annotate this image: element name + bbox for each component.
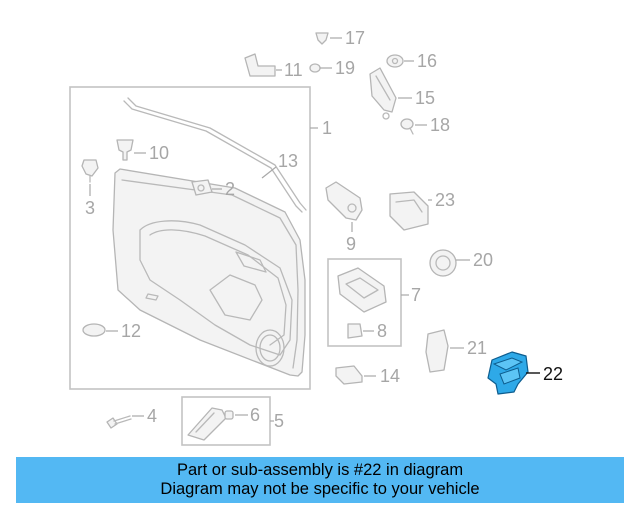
callout-15: 15 [415, 88, 435, 108]
callout-5: 5 [274, 411, 284, 431]
banner-line-1: Part or sub-assembly is #22 in diagram [176, 461, 464, 479]
part-8-clip [347, 323, 363, 339]
callout-18: 18 [430, 115, 450, 135]
callout-9: 9 [346, 234, 356, 254]
part-20-knob [429, 249, 457, 277]
callout-14: 14 [380, 366, 400, 386]
info-banner: Part or sub-assembly is #22 in diagram D… [16, 457, 624, 503]
callout-17: 17 [345, 28, 365, 48]
part-4-screw [106, 415, 132, 429]
part-5-handle [187, 407, 234, 441]
part-16-screw [386, 54, 404, 68]
door-trim-panel [112, 168, 306, 377]
parts-diagram: 1 2 3 4 5 6 7 8 9 10 11 12 13 14 15 16 1… [69, 28, 563, 446]
panel-assembly-frame [69, 86, 311, 390]
part-15-cover [369, 67, 397, 120]
part-21-cover [425, 329, 449, 373]
part-14-connector [335, 365, 363, 385]
callout-19: 19 [335, 58, 355, 78]
part-12-cap [82, 323, 106, 337]
callout-2: 2 [225, 179, 235, 199]
callout-16: 16 [417, 51, 437, 71]
callout-1: 1 [322, 118, 332, 138]
callout-3: 3 [85, 198, 95, 218]
callout-23: 23 [435, 190, 455, 210]
part-22-highlighted [487, 351, 529, 395]
part-19-clip [309, 63, 321, 73]
part-3-clip [81, 159, 99, 183]
callout-8: 8 [377, 321, 387, 341]
part-9-switch [325, 181, 363, 221]
callout-4: 4 [147, 406, 157, 426]
callout-22: 22 [543, 364, 563, 384]
part-23-switch [389, 191, 429, 231]
leader-lines [89, 37, 540, 422]
banner-line-2: Diagram may not be specific to your vehi… [160, 480, 480, 498]
part-11-bracket [244, 53, 276, 77]
part-13-weatherstrip [123, 97, 307, 213]
part-2-bracket [191, 179, 213, 196]
callout-13: 13 [278, 151, 298, 171]
callout-21: 21 [467, 338, 487, 358]
callout-7: 7 [411, 285, 421, 305]
callout-6: 6 [250, 405, 260, 425]
callout-12: 12 [121, 321, 141, 341]
part-17-clip [315, 32, 329, 45]
part-10-clip [116, 139, 134, 161]
callout-10: 10 [149, 143, 169, 163]
part-7-switch-assembly [337, 267, 387, 313]
callout-11: 11 [284, 60, 303, 80]
part-18-screw [400, 118, 414, 135]
callout-20: 20 [473, 250, 493, 270]
switch-assembly-frame [327, 258, 402, 347]
